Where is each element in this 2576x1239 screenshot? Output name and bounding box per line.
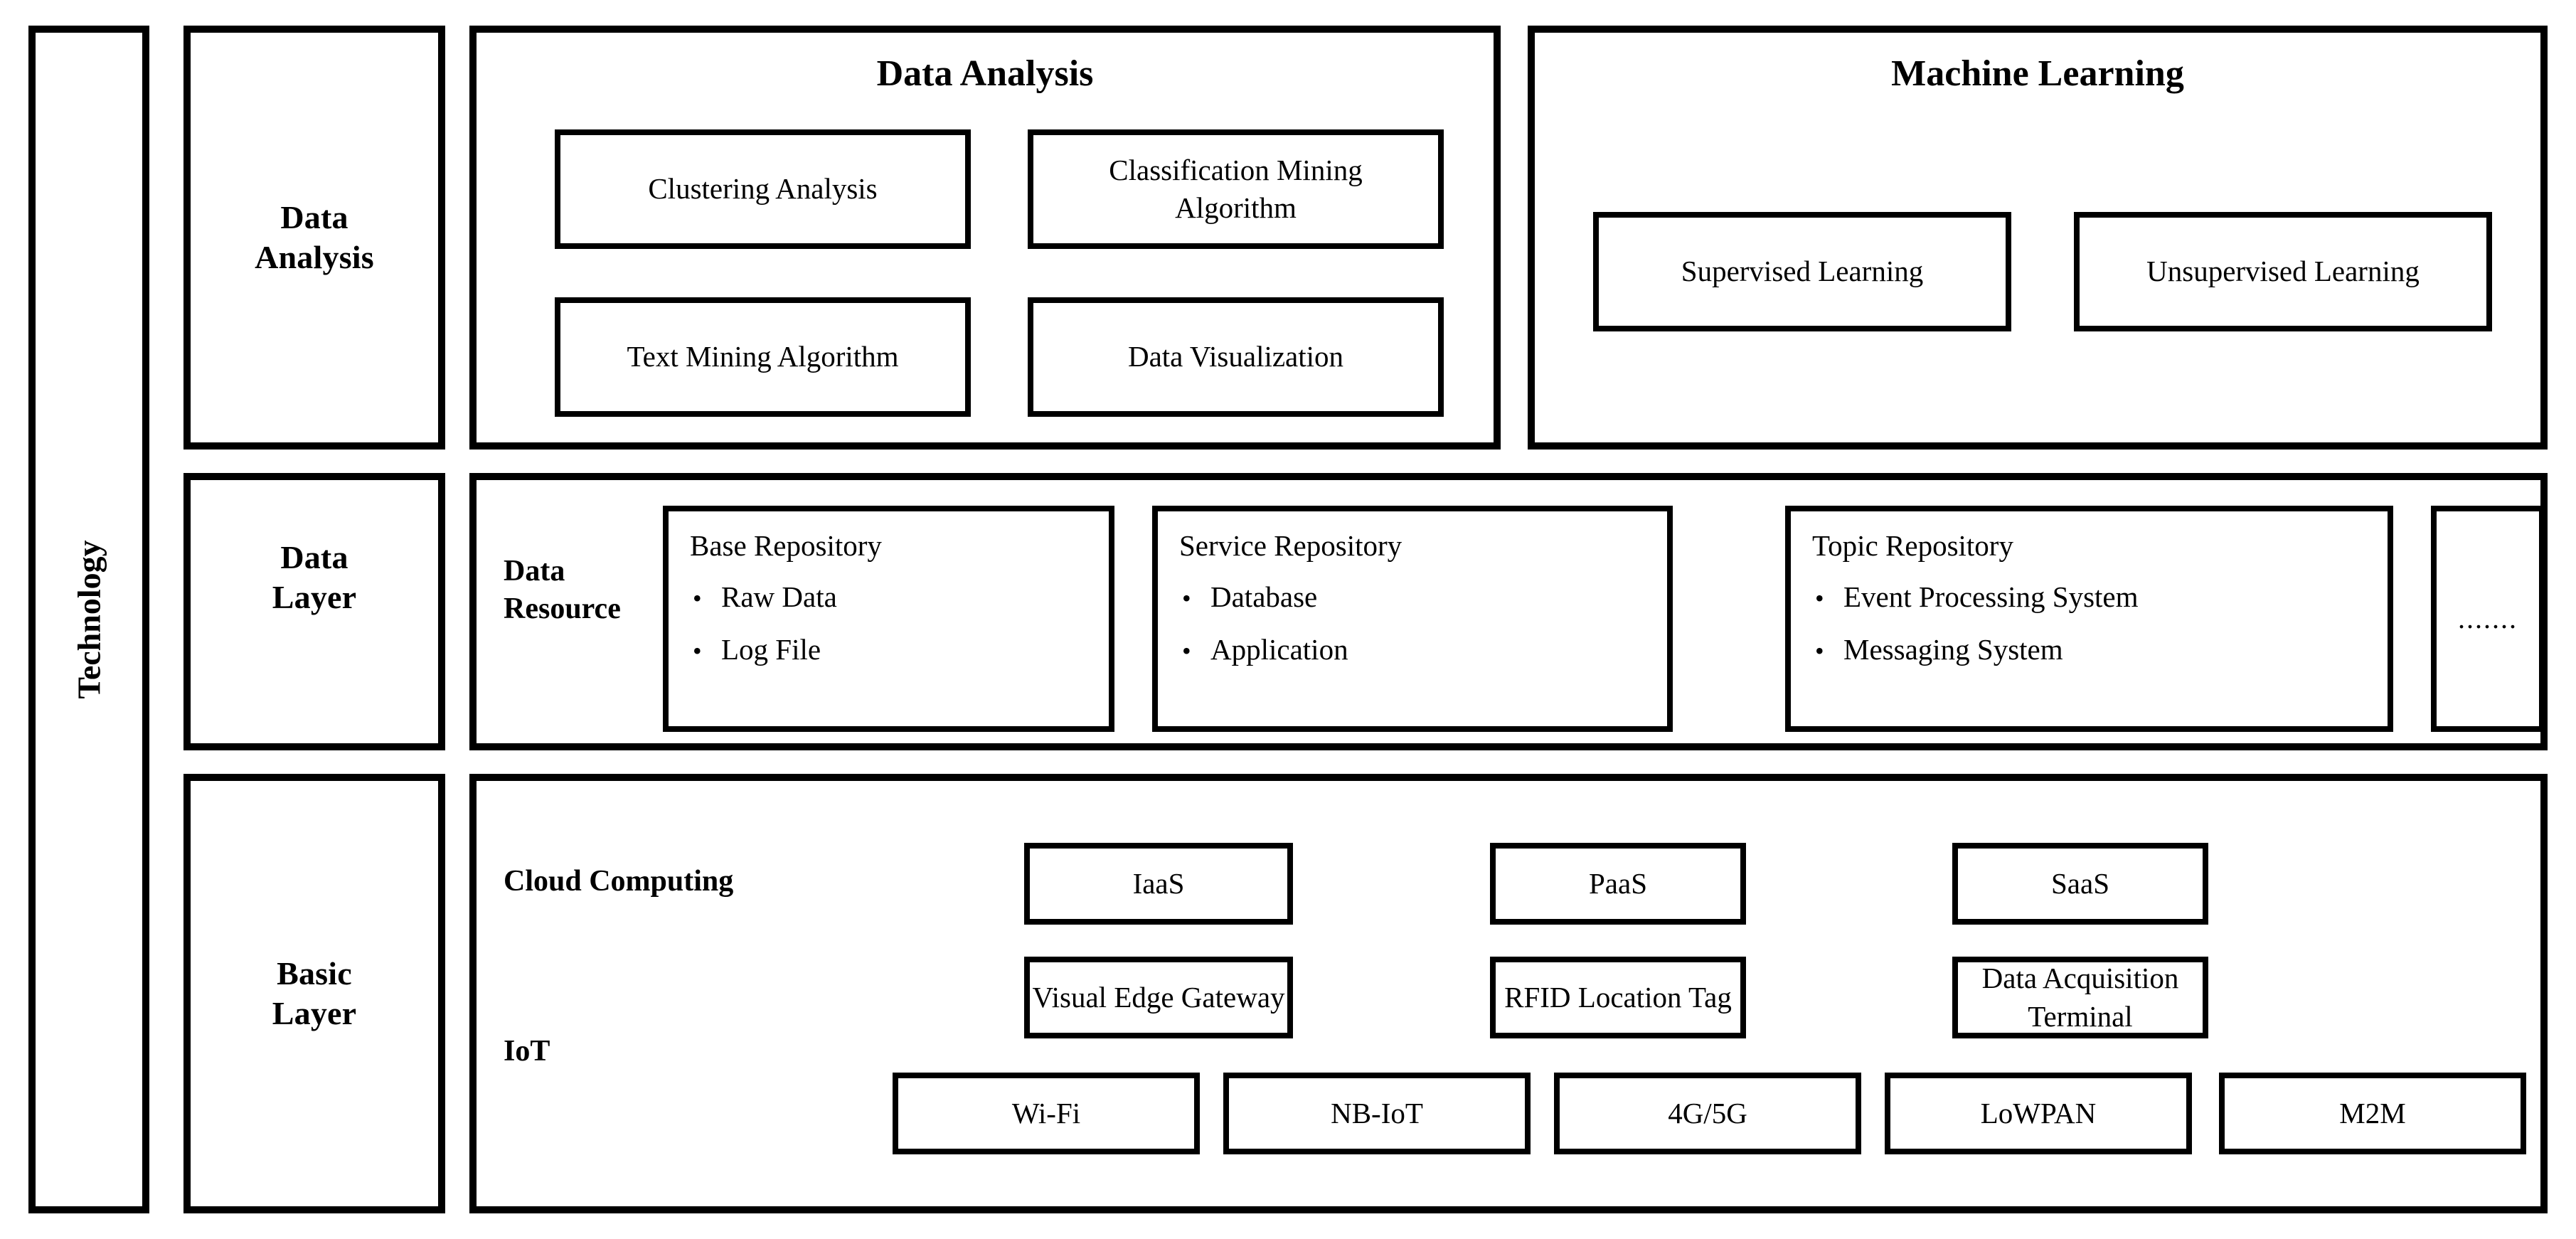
bullet-dot-icon: • — [693, 637, 702, 665]
card-service-repository-bullet-0: • Database — [1182, 580, 1317, 614]
layer-label-data-layer-text: Data Layer — [272, 538, 357, 615]
card-4g-5g[interactable]: 4G/5G — [1554, 1073, 1861, 1154]
section-basic-layer: Cloud Computing IoT IaaS PaaS SaaS Visua… — [469, 774, 2548, 1213]
layer-label-data-layer: Data Layer — [183, 473, 445, 750]
card-data-acquisition-terminal-label: Data Acquisition Terminal — [1981, 962, 2179, 1033]
card-supervised-learning[interactable]: Supervised Learning — [1593, 212, 2011, 331]
layer-label-data-analysis-text: Data Analysis — [255, 198, 374, 275]
card-classification-mining-algorithm[interactable]: Classification Mining Algorithm — [1028, 129, 1444, 249]
card-paas-label: PaaS — [1589, 866, 1647, 900]
card-base-repository[interactable]: Base Repository • Raw Data • Log File — [663, 506, 1114, 732]
data-resource-label: Data Resource — [504, 555, 621, 625]
technology-label: Technology — [70, 540, 107, 699]
card-data-visualization[interactable]: Data Visualization — [1028, 297, 1444, 417]
card-topic-repository-bullet-0-label: Event Processing System — [1843, 580, 2139, 613]
section-data-analysis-title: Data Analysis — [876, 53, 1094, 94]
card-unsupervised-learning[interactable]: Unsupervised Learning — [2074, 212, 2492, 331]
card-base-repository-bullet-0-label: Raw Data — [721, 580, 837, 613]
card-topic-repository-title: Topic Repository — [1812, 529, 2013, 562]
bullet-dot-icon: • — [1182, 637, 1191, 665]
layer-label-basic-layer-text: Basic Layer — [272, 954, 357, 1031]
section-data-resource: Data Resource Base Repository • Raw Data… — [469, 473, 2548, 750]
card-text-mining-algorithm-label: Text Mining Algorithm — [627, 340, 899, 373]
card-more-repositories[interactable]: ....... — [2431, 506, 2545, 732]
card-data-acquisition-terminal[interactable]: Data Acquisition Terminal — [1952, 957, 2208, 1038]
bullet-dot-icon: • — [693, 584, 702, 612]
card-topic-repository-bullet-0: • Event Processing System — [1815, 580, 2139, 614]
card-service-repository-title: Service Repository — [1179, 529, 1403, 562]
card-saas[interactable]: SaaS — [1952, 843, 2208, 925]
card-nb-iot-label: NB-IoT — [1331, 1096, 1423, 1129]
card-service-repository-bullet-0-label: Database — [1210, 580, 1318, 613]
card-more-repositories-label: ....... — [2458, 602, 2518, 634]
section-data-analysis: Data Analysis Clustering Analysis Classi… — [469, 26, 1501, 450]
card-service-repository[interactable]: Service Repository • Database • Applicat… — [1152, 506, 1673, 732]
card-m2m-label: M2M — [2339, 1096, 2406, 1129]
card-rfid-location-tag[interactable]: RFID Location Tag — [1490, 957, 1746, 1038]
card-4g-5g-label: 4G/5G — [1668, 1096, 1747, 1129]
card-visual-edge-gateway[interactable]: Visual Edge Gateway — [1024, 957, 1293, 1038]
card-service-repository-bullet-1-label: Application — [1210, 633, 1348, 666]
card-clustering-analysis[interactable]: Clustering Analysis — [555, 129, 971, 249]
card-wifi[interactable]: Wi-Fi — [893, 1073, 1200, 1154]
card-wifi-label: Wi-Fi — [1011, 1096, 1081, 1129]
technology-spine-box: Technology — [28, 26, 149, 1213]
card-lowpan-label: LoWPAN — [1980, 1096, 2097, 1129]
card-data-visualization-label: Data Visualization — [1127, 340, 1344, 373]
iot-label: IoT — [504, 1035, 550, 1068]
bullet-dot-icon: • — [1182, 584, 1191, 612]
card-base-repository-bullet-0: • Raw Data — [693, 580, 837, 614]
card-iaas[interactable]: IaaS — [1024, 843, 1293, 925]
bullet-dot-icon: • — [1815, 584, 1824, 612]
card-unsupervised-learning-label: Unsupervised Learning — [2146, 255, 2420, 288]
card-nb-iot[interactable]: NB-IoT — [1223, 1073, 1531, 1154]
card-base-repository-bullet-1: • Log File — [693, 632, 821, 666]
card-topic-repository[interactable]: Topic Repository • Event Processing Syst… — [1785, 506, 2393, 732]
section-machine-learning: Machine Learning Supervised Learning Uns… — [1528, 26, 2548, 450]
card-saas-label: SaaS — [2051, 866, 2109, 900]
card-topic-repository-bullet-1-label: Messaging System — [1843, 633, 2063, 666]
card-lowpan[interactable]: LoWPAN — [1885, 1073, 2192, 1154]
card-topic-repository-bullet-1: • Messaging System — [1815, 632, 2063, 666]
layer-label-data-analysis: Data Analysis — [183, 26, 445, 450]
card-text-mining-algorithm[interactable]: Text Mining Algorithm — [555, 297, 971, 417]
card-visual-edge-gateway-label: Visual Edge Gateway — [1032, 980, 1285, 1014]
card-supervised-learning-label: Supervised Learning — [1681, 255, 1924, 288]
layer-label-basic-layer: Basic Layer — [183, 774, 445, 1213]
card-base-repository-title: Base Repository — [690, 529, 882, 562]
card-iaas-label: IaaS — [1132, 866, 1185, 900]
card-clustering-analysis-label: Clustering Analysis — [648, 172, 878, 206]
card-m2m[interactable]: M2M — [2219, 1073, 2526, 1154]
card-classification-mining-algorithm-label: Classification Mining Algorithm — [1109, 153, 1363, 224]
card-service-repository-bullet-1: • Application — [1182, 632, 1348, 666]
section-machine-learning-title: Machine Learning — [1891, 53, 2184, 94]
card-paas[interactable]: PaaS — [1490, 843, 1746, 925]
cloud-computing-label: Cloud Computing — [504, 865, 734, 898]
bullet-dot-icon: • — [1815, 637, 1824, 665]
card-rfid-location-tag-label: RFID Location Tag — [1504, 980, 1732, 1014]
card-base-repository-bullet-1-label: Log File — [721, 633, 821, 666]
